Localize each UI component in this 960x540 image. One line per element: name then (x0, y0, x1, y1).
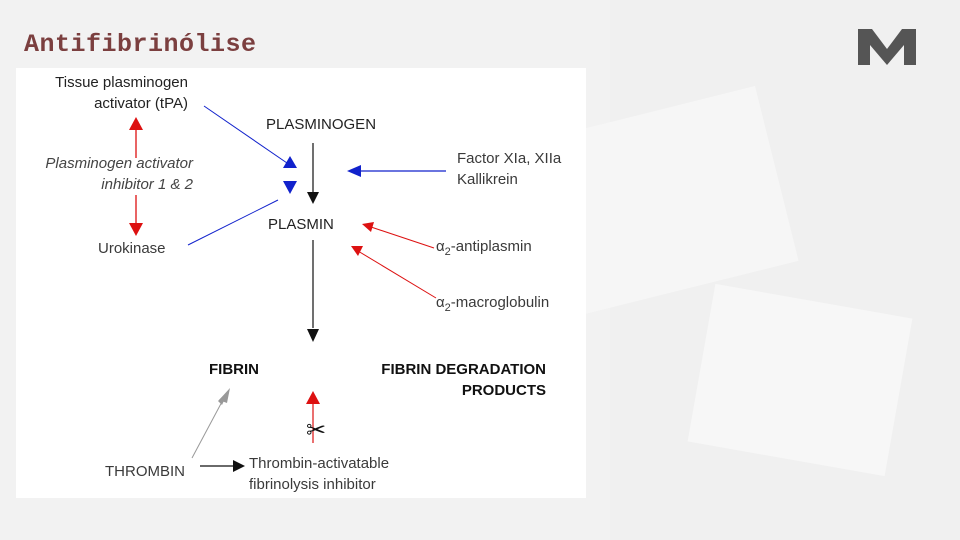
fdp-label-line1: FIBRIN DEGRADATION (381, 361, 546, 378)
diagram-panel: Tissue plasminogen activator (tPA) Plasm… (16, 68, 586, 498)
pai-label-line2: inhibitor 1 & 2 (101, 176, 193, 193)
tafi-label: Thrombin-activatable fibrinolysis inhibi… (249, 453, 389, 495)
factor-label-line2: Kallikrein (457, 171, 518, 188)
slide-title: Antifibrinólise (24, 30, 257, 59)
tafi-label-line2: fibrinolysis inhibitor (249, 476, 376, 493)
tafi-red-arrowhead (306, 391, 320, 404)
tpa-blue-arrowhead (283, 156, 297, 168)
macroglobulin-text: -macroglobulin (450, 294, 550, 311)
thrombin-to-fibrin-line (191, 397, 225, 459)
thrombin-gray-arrowhead-fill (219, 388, 230, 403)
antiplasmin-line (370, 226, 435, 249)
factor-label: Factor XIa, XIIa Kallikrein (457, 148, 561, 190)
tafi-label-line1: Thrombin-activatable (249, 455, 390, 472)
factor-label-line1: Factor XIa, XIIa (457, 150, 562, 167)
factor-blue-arrowhead (347, 165, 361, 177)
fibrin-label: FIBRIN (209, 361, 259, 378)
scissors-icon: ✂ (306, 417, 327, 444)
urokinase-blue-arrowhead (283, 181, 297, 194)
thrombin-label: THROMBIN (105, 463, 185, 480)
thrombin-to-tafi-arrowhead (233, 460, 245, 472)
alpha-subscript: 2 (444, 246, 451, 258)
background-shape (687, 283, 913, 477)
tpa-label-line1: Tissue plasminogen (55, 74, 188, 91)
pai-label: Plasminogen activator inhibitor 1 & 2 (16, 153, 193, 195)
antiplasmin-label: α2-antiplasmin (436, 236, 532, 259)
plasmin-label: PLASMIN (268, 216, 334, 233)
macroglobulin-line (357, 250, 437, 299)
alpha-subscript: 2 (444, 302, 451, 314)
tpa-label-line2: activator (tPA) (94, 95, 188, 112)
plasminogen-label: PLASMINOGEN (266, 116, 377, 133)
tpa-label: Tissue plasminogen activator (tPA) (34, 72, 188, 114)
alpha-symbol: α (436, 294, 445, 311)
fdp-label: FIBRIN DEGRADATION PRODUCTS (350, 359, 546, 401)
pai-to-tpa-arrowhead (129, 117, 143, 130)
antiplasmin-text: -antiplasmin (450, 238, 532, 255)
pai-to-urokinase-arrowhead (129, 223, 143, 236)
plasminogen-to-plasmin-arrowhead (307, 192, 319, 204)
antiplasmin-arrowhead (362, 222, 374, 232)
pai-label-line1: Plasminogen activator (45, 155, 193, 172)
macroglobulin-label: α2-macroglobulin (436, 292, 549, 315)
urokinase-label: Urokinase (98, 240, 166, 257)
urokinase-to-plasminogen-line (187, 199, 279, 246)
tpa-to-plasminogen-line (203, 105, 288, 164)
m-logo-icon (858, 29, 916, 65)
alpha-symbol: α (436, 238, 445, 255)
macroglobulin-arrowhead (351, 246, 363, 256)
plasmin-to-fibrin-arrowhead (307, 329, 319, 342)
diagram-arrows (129, 105, 446, 472)
fdp-label-line2: PRODUCTS (461, 382, 546, 399)
